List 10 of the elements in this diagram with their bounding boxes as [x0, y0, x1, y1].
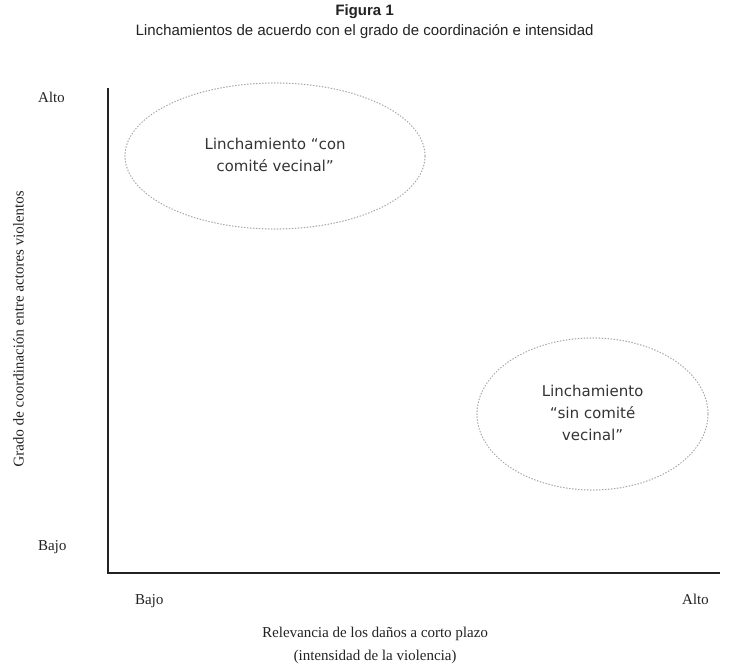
figure-subtitle: Linchamientos de acuerdo con el grado de coordinación e intensidad	[134, 22, 594, 39]
axis-tick-label: Alto	[682, 592, 709, 609]
node-text: Linchamiento “con comité vecinal”	[203, 134, 347, 177]
figure-title: Figura 1	[334, 2, 395, 19]
axis-tick-label: Alto	[38, 90, 65, 107]
node-text: Linchamiento “sin comité vecinal”	[540, 381, 644, 446]
axis-tick-label: Bajo	[38, 538, 66, 555]
axis-tick-label: Bajo	[135, 592, 164, 609]
axis-title: Grado de coordinación entre actores violentos	[12, 189, 28, 469]
axis-title: Relevancia de los daños a corto plazo (intensidad de la violencia)	[261, 624, 489, 666]
